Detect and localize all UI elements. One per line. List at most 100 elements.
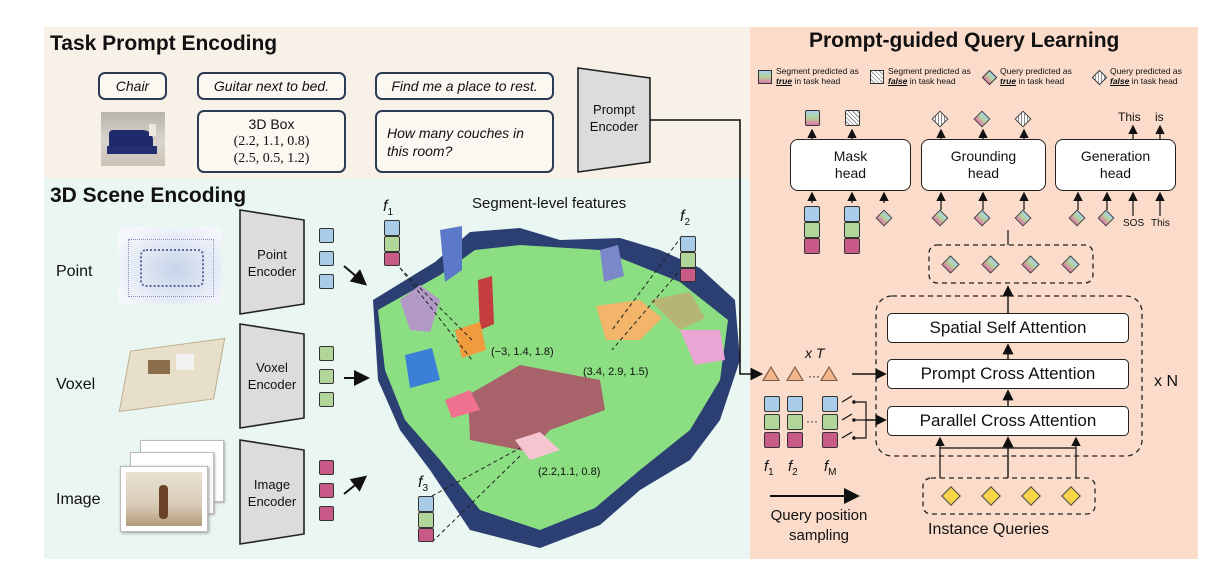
point-label: Point xyxy=(56,263,93,280)
legend-line1: Query predicted as xyxy=(1000,66,1072,76)
prompt-cross-attention: Prompt Cross Attention xyxy=(887,359,1129,389)
segment-token-blue xyxy=(418,496,434,512)
query-anchor-fill xyxy=(788,368,802,380)
point-cloud-image xyxy=(118,227,222,305)
pink-feature-token xyxy=(319,483,334,498)
green-feature-token xyxy=(319,392,334,407)
green-feature-token xyxy=(319,369,334,384)
blue-feature-token xyxy=(319,251,334,266)
legend-line1: Segment predicted as xyxy=(888,66,971,76)
legend-icon-0 xyxy=(758,70,772,84)
token-is-top: is xyxy=(1155,110,1164,124)
grounding-head-label: Grounding head xyxy=(950,148,1017,181)
point-encoder-label: Point Encoder xyxy=(247,247,297,279)
voxel-label: Voxel xyxy=(56,376,96,393)
query-anchor-fill xyxy=(764,368,778,380)
query-learning-title: Prompt-guided Query Learning xyxy=(809,29,1120,52)
image-label: Image xyxy=(56,491,101,508)
prompt-chair: Chair xyxy=(98,72,167,100)
sampled-feature-green xyxy=(822,414,838,430)
segment-token-blue xyxy=(384,220,400,236)
legend-suffix: in task head xyxy=(1129,76,1178,86)
segment-token-green xyxy=(418,512,434,528)
legend-suffix: in task head xyxy=(907,76,956,86)
pink-feature-token xyxy=(319,506,334,521)
query-learning-panel xyxy=(750,27,1198,559)
f2-label: f2 xyxy=(680,208,690,228)
box-coords-2: (2.5, 0.5, 1.2) xyxy=(233,151,310,166)
blue-feature-token xyxy=(319,228,334,243)
fm-2-letter: f xyxy=(788,458,793,475)
sampled-feature-pink xyxy=(764,432,780,448)
sampled-feature-blue xyxy=(787,396,803,412)
f1-sub: 1 xyxy=(387,207,394,219)
f1-label: f1 xyxy=(383,198,393,218)
box-title: 3D Box xyxy=(248,116,295,132)
sampled-feature-pink xyxy=(822,432,838,448)
green-feature-token xyxy=(319,346,334,361)
token-this-bottom: This xyxy=(1151,218,1170,229)
prompt-3d-box: 3D Box (2.2, 1.1, 0.8) (2.5, 0.5, 1.2) xyxy=(197,110,346,173)
legend-flag: true xyxy=(1000,76,1017,86)
legend-suffix: in task head xyxy=(792,76,841,86)
segment-token-green xyxy=(680,252,696,268)
legend-suffix: in task head xyxy=(1016,76,1065,86)
f1-letter: f xyxy=(383,198,388,215)
voxel-image xyxy=(118,330,226,416)
mask-input-pink xyxy=(844,238,860,254)
scene-encoding-title: 3D Scene Encoding xyxy=(50,184,247,207)
blue-feature-token xyxy=(319,274,334,289)
fm-1-sub: 1 xyxy=(768,467,774,478)
fm-m: fM xyxy=(824,458,837,478)
mask-head: Mask head xyxy=(790,139,911,191)
mask-input-blue xyxy=(844,206,860,222)
fm-2-sub: 2 xyxy=(792,467,798,478)
sampled-feature-green xyxy=(787,414,803,430)
legend-flag: false xyxy=(1110,76,1130,86)
mask-output-false xyxy=(845,110,860,126)
sampled-feature-blue xyxy=(764,396,780,412)
sampled-feature-green xyxy=(764,414,780,430)
chair-image xyxy=(101,112,165,166)
legend-flag: false xyxy=(888,76,908,86)
segment-token-pink xyxy=(680,268,696,282)
repeat-t-label: x T xyxy=(805,345,825,361)
prompt-find-rest: Find me a place to rest. xyxy=(375,72,554,100)
mask-head-label: Mask head xyxy=(833,148,868,181)
spatial-self-attention: Spatial Self Attention xyxy=(887,313,1129,343)
query-sampling-label: Query position sampling xyxy=(770,507,868,544)
mask-output-true xyxy=(805,110,820,126)
coord-2: (3.4, 2.9, 1.5) xyxy=(583,366,649,378)
legend-icon-1 xyxy=(870,70,884,84)
f2-letter: f xyxy=(680,208,685,225)
generation-head-label: Generation head xyxy=(1080,148,1151,181)
prompt-guitar: Guitar next to bed. xyxy=(197,72,346,100)
feature-dots: ··· xyxy=(806,414,818,428)
legend-line1: Segment predicted as xyxy=(776,66,859,76)
fm-m-sub: M xyxy=(828,467,837,478)
prompt-couches: How many couches in this room? xyxy=(375,110,554,173)
f3-letter: f xyxy=(418,474,423,491)
voxel-encoder-label: Voxel Encoder xyxy=(247,360,297,392)
segment-features-title: Segment-level features xyxy=(472,195,627,212)
token-this-top: This xyxy=(1118,110,1141,124)
fm-1: f1 xyxy=(764,458,774,478)
segment-token-blue xyxy=(680,236,696,252)
mask-input-green xyxy=(804,222,820,238)
mask-input-pink xyxy=(804,238,820,254)
instance-queries-label: Instance Queries xyxy=(928,521,1049,538)
legend-line2: false in task head xyxy=(1110,76,1182,86)
parallel-cross-attention: Parallel Cross Attention xyxy=(887,406,1129,436)
segment-token-pink xyxy=(418,528,434,542)
mask-input-blue xyxy=(804,206,820,222)
legend-line2: true in task head xyxy=(1000,76,1072,86)
fm-1-letter: f xyxy=(764,458,769,475)
grounding-head: Grounding head xyxy=(921,139,1046,191)
query-anchor-fill xyxy=(822,368,836,380)
